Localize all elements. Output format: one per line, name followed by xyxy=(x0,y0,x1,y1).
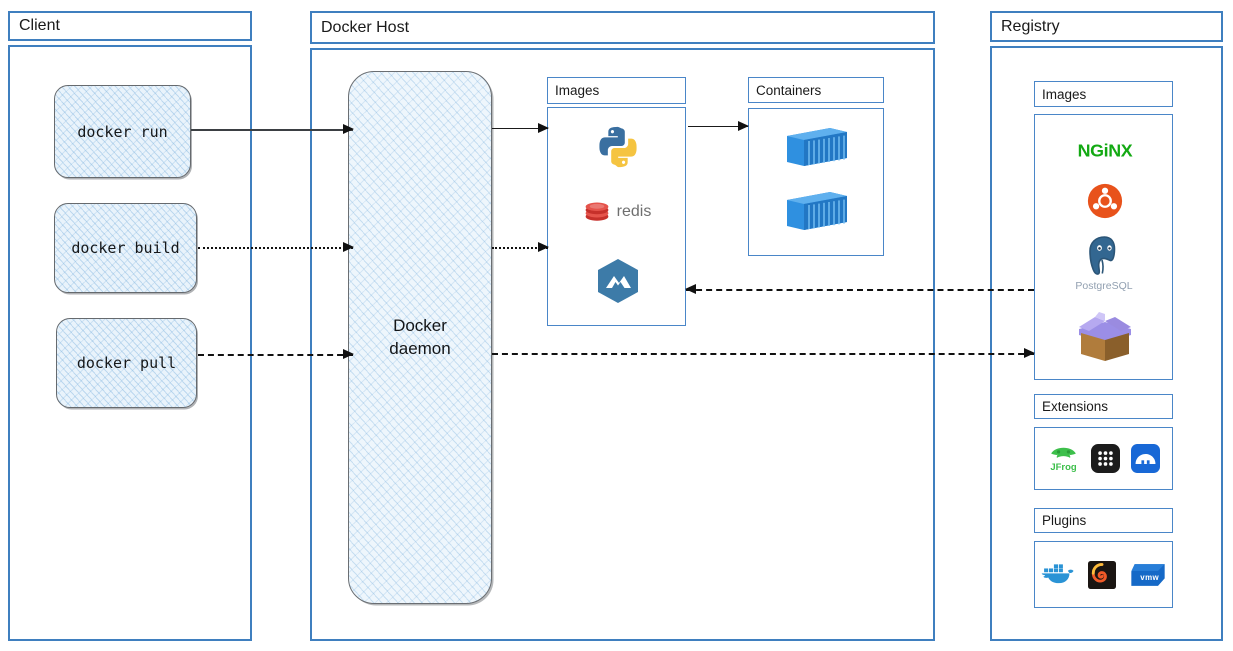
svg-text:JFrog: JFrog xyxy=(1050,462,1077,473)
container-icon xyxy=(787,128,847,166)
registry-image-item[interactable] xyxy=(1035,307,1174,367)
docker-daemon-label: Docker daemon xyxy=(389,315,450,360)
connector-line xyxy=(191,129,353,131)
arrowhead-right-icon xyxy=(538,242,549,252)
connector-line xyxy=(492,128,548,129)
client-group-title: Client xyxy=(8,11,252,41)
grafana-logo xyxy=(1087,560,1116,589)
registry-image-item[interactable]: NGiNX xyxy=(1035,135,1174,165)
arrowhead-right-icon xyxy=(738,121,749,131)
connector-line xyxy=(492,353,1034,355)
registry-group-title: Registry xyxy=(990,11,1223,42)
python-logo xyxy=(598,126,637,168)
connector-line xyxy=(688,126,748,127)
registry-images-panel-title: Images xyxy=(1034,81,1173,107)
registry-plugins-panel-title: Plugins xyxy=(1034,508,1173,533)
host-containers-title-label: Containers xyxy=(756,82,822,98)
package-box-icon xyxy=(1078,312,1131,361)
docker-build-label: docker build xyxy=(71,239,180,257)
docker-build-box[interactable]: docker build xyxy=(54,203,197,293)
connector-line xyxy=(492,247,548,249)
container-item[interactable] xyxy=(749,121,885,171)
ubuntu-logo xyxy=(1087,183,1122,219)
registry-plugins-title-label: Plugins xyxy=(1042,513,1087,528)
docker-whale-logo xyxy=(1041,563,1074,583)
arrowhead-right-icon xyxy=(343,349,354,359)
connector-line xyxy=(686,289,1034,291)
registry-plugins-panel-body: vmw xyxy=(1034,541,1173,608)
vmware-logo: vmw xyxy=(1130,563,1165,586)
svg-text:vmw: vmw xyxy=(1140,573,1159,582)
connector-line xyxy=(198,247,353,249)
postgresql-logo: PostgreSQL xyxy=(1075,236,1133,292)
redis-label: redis xyxy=(616,203,652,220)
host-images-title-label: Images xyxy=(555,83,600,98)
docker-pull-box[interactable]: docker pull xyxy=(56,318,197,408)
container-icon xyxy=(787,192,847,230)
host-image-item[interactable]: redis xyxy=(548,196,687,228)
host-images-panel-title: Images xyxy=(547,77,686,104)
registry-extensions-panel-title: Extensions xyxy=(1034,394,1173,419)
registry-images-title-label: Images xyxy=(1042,86,1087,102)
host-image-item[interactable] xyxy=(548,118,687,176)
host-containers-panel-title: Containers xyxy=(748,77,884,103)
registry-extensions-panel-body: JFrog xyxy=(1034,427,1173,490)
registry-images-panel-body: NGiNX PostgreSQL xyxy=(1034,114,1173,380)
arrowhead-right-icon xyxy=(1024,348,1035,358)
arrowhead-right-icon xyxy=(343,242,354,252)
docker-daemon-box[interactable]: Docker daemon xyxy=(348,71,492,604)
grid-app-icon xyxy=(1091,444,1120,473)
redis-logo xyxy=(585,202,609,221)
docker-host-title-label: Docker Host xyxy=(321,18,410,36)
registry-image-item[interactable]: PostgreSQL xyxy=(1035,235,1174,293)
registry-title-label: Registry xyxy=(1001,17,1060,35)
arrowhead-right-icon xyxy=(343,124,354,134)
svg-text:PostgreSQL: PostgreSQL xyxy=(1075,280,1132,292)
host-image-item[interactable] xyxy=(548,256,687,306)
nginx-logo: NGiNX xyxy=(1077,140,1133,160)
docker-pull-label: docker pull xyxy=(76,354,177,372)
registry-image-item[interactable] xyxy=(1035,181,1174,221)
client-title-label: Client xyxy=(19,17,60,34)
arrowhead-left-icon xyxy=(685,284,696,294)
mattermost-logo xyxy=(597,259,638,303)
disk-usage-icon xyxy=(1131,444,1160,473)
docker-host-group-title: Docker Host xyxy=(310,11,935,44)
arrowhead-right-icon xyxy=(538,123,549,133)
connector-line xyxy=(198,354,353,356)
container-item[interactable] xyxy=(749,185,885,235)
host-images-panel-body: redis xyxy=(547,107,686,326)
daemon-line-2: daemon xyxy=(389,338,451,358)
registry-extensions-title-label: Extensions xyxy=(1042,399,1109,414)
host-containers-panel-body xyxy=(748,108,884,256)
svg-text:NGiNX: NGiNX xyxy=(1077,140,1132,160)
jfrog-logo: JFrog xyxy=(1050,447,1077,473)
daemon-line-1: Docker xyxy=(393,316,447,336)
docker-run-label: docker run xyxy=(77,122,168,141)
docker-run-box[interactable]: docker run xyxy=(54,85,191,178)
